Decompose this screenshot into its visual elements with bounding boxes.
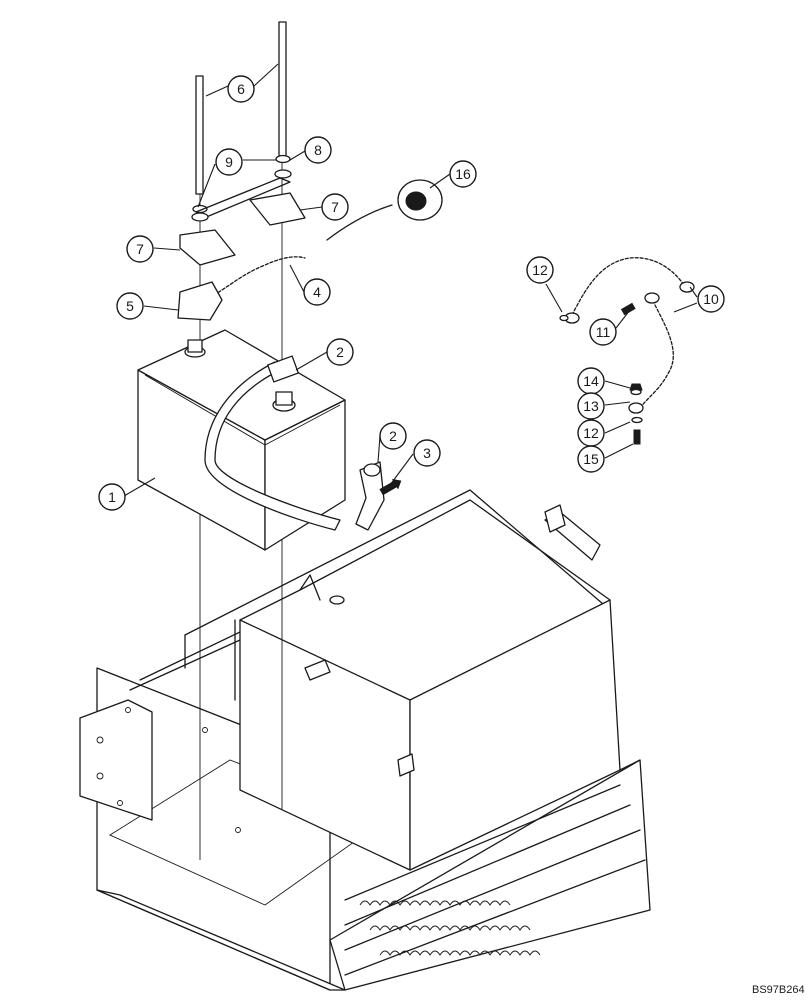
battery: [137, 329, 346, 551]
positive-cable: [177, 256, 306, 321]
svg-text:2: 2: [389, 428, 397, 444]
svg-text:5: 5: [126, 298, 134, 314]
hold-down-hardware: [179, 21, 306, 266]
drawing-code: BS97B264: [752, 984, 805, 996]
callout-4: 4: [303, 278, 331, 306]
svg-text:3: 3: [423, 445, 431, 461]
svg-text:8: 8: [314, 142, 322, 158]
svg-text:11: 11: [596, 324, 611, 340]
svg-text:13: 13: [583, 398, 599, 414]
svg-text:14: 14: [583, 373, 599, 389]
callout-9: 9: [215, 148, 243, 176]
callout-5: 5: [116, 292, 144, 320]
svg-text:12: 12: [532, 262, 548, 278]
callout-16: 16: [449, 160, 477, 188]
callout-7-left: 7: [126, 235, 154, 263]
leader-lines: [123, 63, 698, 497]
grommet: [326, 179, 443, 241]
callout-11: 11: [589, 318, 617, 346]
battery-box-frame: [79, 489, 651, 991]
svg-text:9: 9: [225, 154, 233, 170]
svg-text:15: 15: [583, 451, 599, 467]
callout-7-right: 7: [321, 193, 349, 221]
ground-cable: [559, 257, 695, 445]
callout-3: 3: [413, 439, 441, 467]
svg-text:10: 10: [703, 291, 719, 307]
callout-12-top: 12: [526, 256, 554, 284]
svg-text:2: 2: [336, 344, 344, 360]
callout-12-bottom: 12: [577, 419, 605, 447]
callout-2: 2: [326, 338, 354, 366]
svg-text:4: 4: [313, 284, 321, 300]
svg-text:7: 7: [331, 199, 339, 215]
tread-plate: [344, 784, 646, 976]
svg-text:1: 1: [108, 489, 116, 505]
callout-6: 6: [227, 75, 255, 103]
callout-14: 14: [577, 367, 605, 395]
callout-15: 15: [577, 445, 605, 473]
callout-1: 1: [98, 483, 126, 511]
callout-8: 8: [304, 136, 332, 164]
callout-2-strap: 2: [379, 422, 407, 450]
ground-strap: [355, 461, 402, 531]
svg-text:12: 12: [583, 425, 599, 441]
svg-text:6: 6: [237, 81, 245, 97]
callout-13: 13: [577, 392, 605, 420]
callout-10: 10: [697, 285, 725, 313]
svg-text:7: 7: [136, 241, 144, 257]
svg-text:16: 16: [455, 166, 471, 182]
